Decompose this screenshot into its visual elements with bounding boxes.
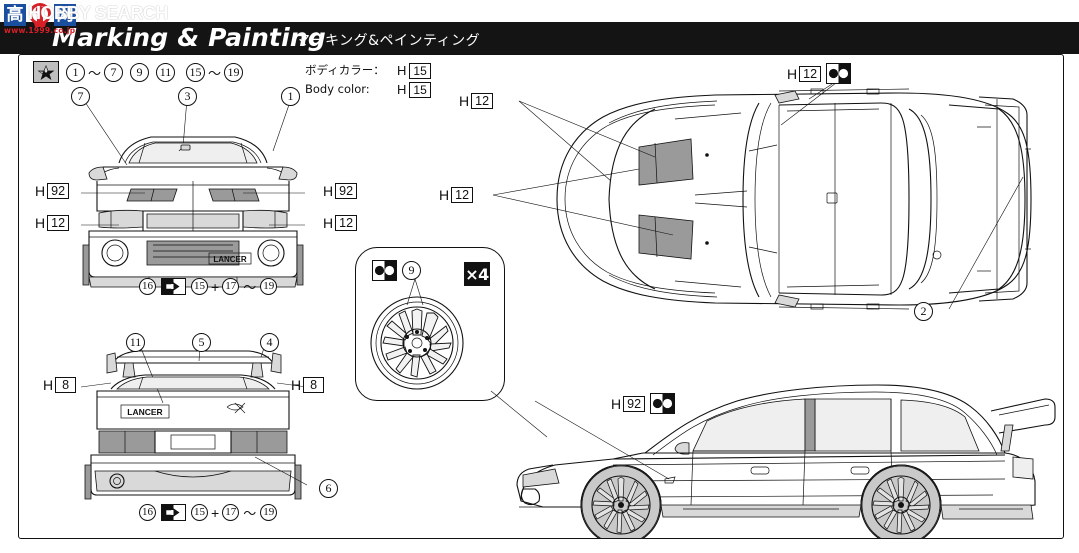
rear-callout-6: 6 [319, 479, 338, 498]
legend-callout-11: 11 [156, 62, 176, 82]
top-callout-2: 2 [914, 302, 933, 321]
half-arrow-icon [161, 278, 186, 295]
top-paint-12-c-code: 12 [799, 65, 822, 82]
body-color-code-jp: 15 [409, 62, 431, 79]
hobby-search-watermark: 高 网 HOBBY SEARCH www.1999.co.jp [2, 2, 172, 35]
watermark-brand-text: HOBBY SEARCH [28, 3, 168, 23]
circle-pair-icon [650, 393, 676, 414]
front-paint-right-12: H 12 [323, 215, 358, 231]
front-paint-right-12-letter: H [323, 215, 334, 231]
half-arrow-icon [161, 504, 186, 521]
front-seq-callout-15: 15 [191, 278, 208, 295]
side-paint-92-group: H 92 [611, 395, 646, 412]
front-seq-callout-17: 17 [222, 278, 240, 295]
front-paint-right-92: H 92 [323, 183, 358, 199]
legend-callout-15: 15 [186, 62, 206, 82]
rear-bottom-sequence: 16 15 + 17 ～ 19 [139, 503, 278, 522]
legend-callout-19: 19 [224, 62, 244, 82]
front-seq-plus: + [211, 278, 220, 295]
svg-text:LANCER: LANCER [127, 407, 162, 417]
side-paint-92: H 92 [611, 393, 676, 414]
top-view [479, 69, 1059, 329]
body-color-row-jp: ボディカラー： H 15 [305, 61, 431, 80]
legend-callout-7: 7 [104, 62, 124, 82]
top-paint-12-c-group: H 12 [787, 65, 822, 82]
body-color-letter-en: H [397, 82, 407, 97]
legend-tilde-2: ～ [208, 66, 222, 82]
top-paint-12-c-letter: H [787, 65, 798, 82]
svg-text:LANCER: LANCER [213, 255, 247, 264]
legend-callout-9: 9 [130, 62, 150, 82]
top-paint-12-b-code: 12 [451, 187, 474, 203]
watermark-char-gao: 高 [4, 4, 26, 26]
rear-seq-callout-19: 19 [260, 504, 278, 521]
front-bottom-sequence: 16 15 + 17 ～ 19 [139, 277, 278, 296]
front-paint-left-92-code: 92 [47, 183, 70, 199]
star-icon [33, 61, 59, 83]
front-seq-callout-19: 19 [260, 278, 278, 295]
watermark-logo-icon [29, 3, 51, 27]
body-color-label-jp: ボディカラー： [305, 63, 385, 77]
top-paint-12-c: H 12 [787, 63, 852, 84]
rear-seq-callout-16: 16 [139, 504, 156, 521]
rear-seq-plus: + [211, 504, 220, 521]
circle-pair-icon [826, 63, 852, 84]
body-color-letter-jp: H [397, 63, 407, 78]
inset-connector-line [490, 390, 548, 438]
rear-callout-5: 5 [192, 333, 211, 352]
rear-paint-left-8: H 8 [43, 377, 77, 393]
rear-callout-11: 11 [126, 333, 145, 352]
rear-callout-4: 4 [260, 333, 279, 352]
instruction-content-area: 1 ～ 7 9 11 15 ～ 19 ボディカラー： H 15 Body col… [18, 54, 1064, 539]
front-seq-callout-16: 16 [139, 278, 156, 295]
legend-row: 1 ～ 7 9 11 15 ～ 19 [33, 61, 244, 83]
body-color-code-en: 15 [409, 81, 431, 98]
front-paint-left-92: H 92 [35, 183, 70, 199]
front-callout-1: 1 [281, 87, 300, 106]
watermark-char-wang: 网 [54, 4, 76, 26]
legend-callout-1: 1 [66, 62, 85, 82]
side-view [493, 355, 1059, 538]
side-paint-92-letter: H [611, 395, 622, 412]
top-paint-12-b-letter: H [439, 187, 450, 203]
front-paint-right-92-code: 92 [335, 183, 358, 199]
top-paint-12-a-letter: H [459, 93, 470, 109]
title-bar [0, 22, 1079, 54]
circle-pair-icon [372, 260, 397, 281]
front-paint-right-92-letter: H [323, 183, 334, 199]
page-title: Marking & Painting [52, 23, 326, 52]
wheel-detail-inset: 9 ×4 [355, 247, 505, 401]
front-paint-left-92-letter: H [35, 183, 46, 199]
front-paint-left-12-code: 12 [47, 215, 70, 231]
quantity-badge-x4: ×4 [464, 262, 490, 286]
rear-seq-callout-17: 17 [222, 504, 240, 521]
front-paint-left-12-letter: H [35, 215, 46, 231]
rear-view: LANCER [59, 331, 329, 511]
rear-paint-left-8-code: 8 [55, 377, 77, 393]
side-paint-92-code: 92 [623, 395, 646, 412]
rear-paint-right-8-letter: H [291, 377, 302, 393]
top-paint-12-a: H 12 [459, 93, 494, 109]
legend-tilde-1: ～ [88, 66, 102, 82]
page-title-japanese: マーキング&ペインティング [296, 33, 481, 49]
rear-paint-right-8: H 8 [291, 377, 325, 393]
watermark-url: www.1999.co.jp [4, 26, 76, 35]
body-color-label-en: Body color: [305, 82, 370, 96]
front-callout-3: 3 [178, 87, 197, 106]
rear-seq-tilde: ～ [243, 507, 257, 522]
top-paint-12-a-code: 12 [471, 93, 494, 109]
front-paint-right-12-code: 12 [335, 215, 358, 231]
front-seq-tilde: ～ [243, 281, 257, 296]
rear-paint-left-8-letter: H [43, 377, 54, 393]
wheel-callout-9: 9 [402, 261, 421, 280]
rear-paint-right-8-code: 8 [303, 377, 325, 393]
top-paint-12-b: H 12 [439, 187, 474, 203]
body-color-row-en: Body color: H 15 [305, 80, 431, 99]
front-view: LANCER [59, 85, 329, 315]
rear-seq-callout-15: 15 [191, 504, 208, 521]
body-color-block: ボディカラー： H 15 Body color: H 15 [305, 61, 431, 99]
front-paint-left-12: H 12 [35, 215, 70, 231]
front-callout-7: 7 [71, 87, 90, 106]
